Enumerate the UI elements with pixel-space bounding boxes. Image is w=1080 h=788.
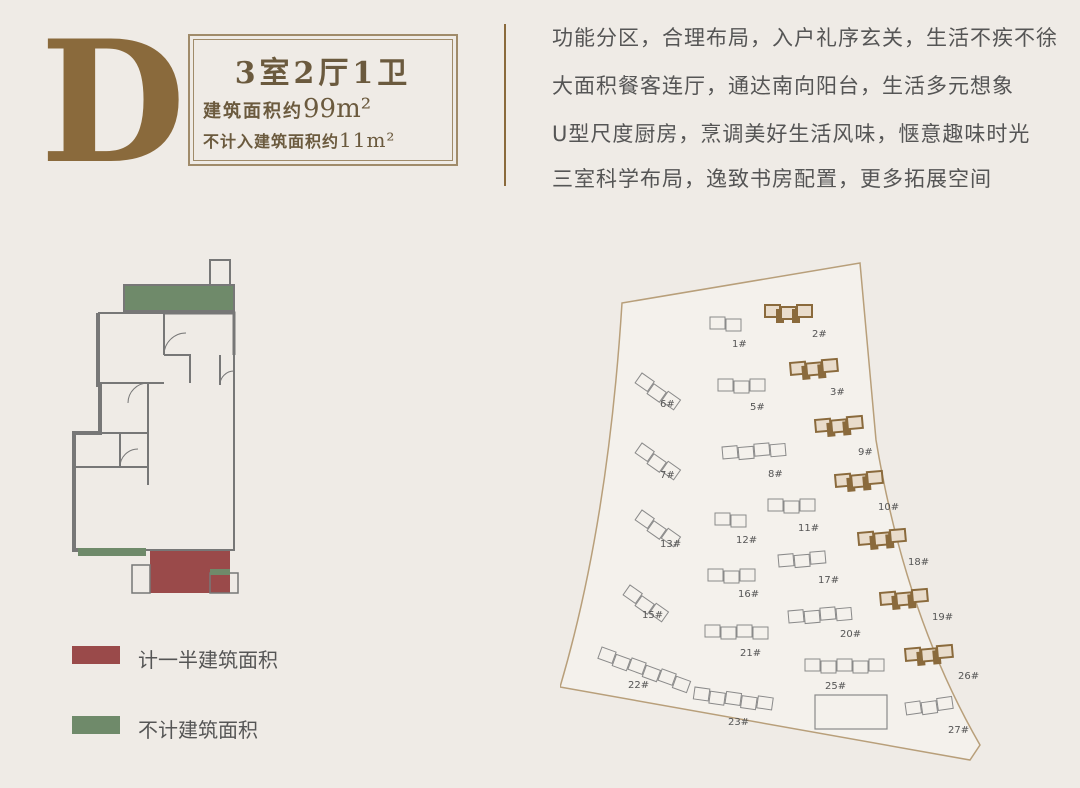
site-building-13 (634, 509, 682, 548)
site-building-17 (777, 550, 827, 569)
site-building-label: 6# (660, 399, 675, 410)
info-frame-inner (193, 39, 453, 161)
site-building-label: 23# (728, 717, 749, 728)
site-building-label: 7# (660, 470, 675, 481)
excluded-area-value: 11m² (339, 128, 396, 152)
site-building-label: 10# (878, 502, 899, 513)
floor-area: 建筑面积约99m² (203, 94, 371, 124)
feature-line-3: U型尺度厨房，烹调美好生活风味，惬意趣味时光 (552, 122, 1031, 146)
site-building-1 (709, 316, 742, 332)
site-building-8 (721, 442, 787, 461)
excluded-area-label: 不计入建筑面积约 (203, 132, 340, 151)
site-building-11 (767, 498, 816, 514)
site-building-10 (833, 469, 884, 492)
site-building-19 (878, 587, 929, 610)
site-building-label: 15# (642, 610, 663, 621)
site-building-label: 13# (660, 539, 681, 550)
feature-line-2: 大面积餐客连厅，通达南向阳台，生活多元想象 (552, 74, 1014, 98)
legend-label-half-area: 计一半建筑面积 (138, 648, 278, 672)
site-building-label: 26# (958, 671, 979, 682)
feature-line-4: 三室科学布局，逸致书房配置，更多拓展空间 (552, 167, 992, 191)
site-building-18 (856, 527, 907, 550)
site-building-label: 27# (948, 725, 969, 736)
excluded-area: 不计入建筑面积约11m² (203, 128, 395, 152)
bottom-green-strip (78, 548, 146, 556)
site-building-9 (813, 414, 864, 437)
site-building-label: 19# (932, 612, 953, 623)
site-building-label: 3# (830, 387, 845, 398)
feature-line-1: 功能分区，合理布局，入户礼序玄关，生活不疾不徐 (552, 26, 1058, 50)
info-frame-outer (188, 34, 458, 166)
site-building-label: 1# (732, 339, 747, 350)
site-building-label: 22# (628, 680, 649, 691)
header-divider (504, 24, 506, 186)
site-building-label: 18# (908, 557, 929, 568)
site-building-label: 8# (768, 469, 783, 480)
floor-area-label: 建筑面积约 (203, 101, 303, 122)
site-building-26 (903, 643, 954, 666)
floor-area-value: 99m² (303, 94, 372, 124)
site-building-label: 25# (825, 681, 846, 692)
site-building-25 (804, 658, 885, 674)
site-building-12 (714, 512, 747, 528)
site-building-5 (717, 378, 766, 394)
floor-plan (72, 259, 239, 594)
site-building-21 (704, 624, 769, 640)
site-building-3 (788, 357, 839, 380)
site-building-label: 5# (750, 402, 765, 413)
site-building-6 (634, 372, 682, 411)
site-building-label: 2# (812, 329, 827, 340)
site-building-2 (764, 304, 813, 323)
site-building-27 (904, 695, 954, 716)
service-building (814, 694, 888, 730)
site-building-15 (622, 584, 670, 623)
site-building-label: 17# (818, 575, 839, 586)
site-building-7 (634, 442, 682, 481)
room-layout: 3室2厅1卫 (234, 56, 412, 91)
site-building-23 (692, 686, 774, 711)
site-building-20 (787, 606, 853, 625)
site-building-label: 12# (736, 535, 757, 546)
legend-label-excluded-area: 不计建筑面积 (138, 718, 258, 742)
site-plan: 1# 2# 3# 5# 6# 7# 8# 9# 10# 11# 12# 13# 15# 16# 17# 18#… (560, 262, 981, 761)
site-building-16 (707, 568, 756, 584)
legend-swatch-half-area (72, 646, 120, 664)
top-balcony (123, 284, 235, 312)
site-building-label: 9# (858, 447, 873, 458)
unit-letter: D (40, 3, 186, 201)
site-building-label: 16# (738, 589, 759, 600)
legend-swatch-excluded-area (72, 716, 120, 734)
site-building-label: 11# (798, 523, 819, 534)
site-building-label: 20# (840, 629, 861, 640)
site-building-label: 21# (740, 648, 761, 659)
site-building-22 (597, 646, 692, 694)
